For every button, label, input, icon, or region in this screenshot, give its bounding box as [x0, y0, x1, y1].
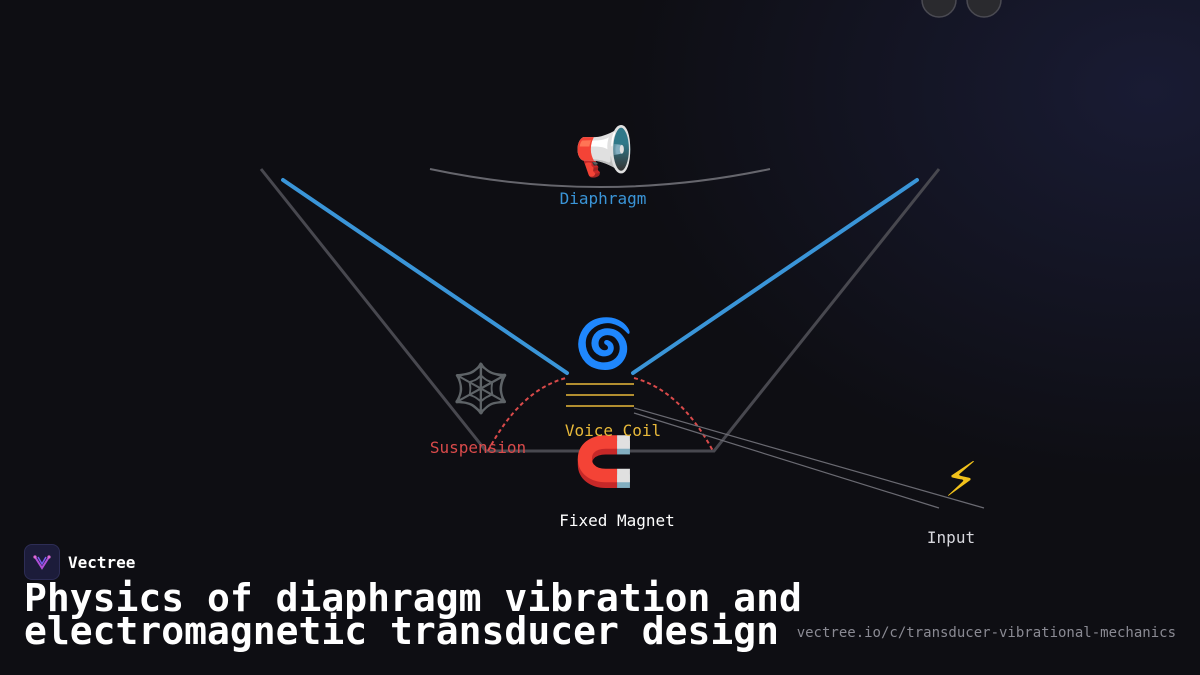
vectree-logo-icon	[24, 544, 60, 580]
megaphone-icon: 📢	[574, 124, 634, 180]
brand-name: Vectree	[68, 552, 136, 572]
speaker-frame	[259, 168, 941, 453]
diaphragm-label: Diaphragm	[559, 189, 647, 208]
suspension-left	[487, 377, 567, 452]
input-label: Input	[926, 528, 976, 547]
input-wire-1	[633, 407, 985, 509]
fixed-magnet-label: Fixed Magnet	[559, 511, 675, 530]
diaphragm-curve	[429, 168, 771, 188]
cone-left	[281, 178, 569, 375]
page-title: Physics of diaphragm vibration and elect…	[24, 576, 802, 653]
source-url: vectree.io/c/transducer-vibrational-mech…	[796, 625, 1176, 641]
lightning-icon: ⚡	[944, 452, 978, 508]
magnet-icon: 🧲	[574, 434, 634, 490]
spiral-icon: 🌀	[574, 316, 634, 372]
suspension-label: Suspension	[429, 438, 527, 457]
spider-web-icon: 🕸️	[451, 361, 511, 417]
brand: Vectree	[24, 544, 135, 580]
input-wire-2	[633, 412, 940, 509]
suspension-right	[633, 377, 714, 452]
top-circle-right	[966, 0, 1002, 18]
voice-coil-label: Voice Coil	[564, 421, 662, 440]
top-circle-left	[921, 0, 957, 18]
cone-right	[631, 178, 919, 375]
